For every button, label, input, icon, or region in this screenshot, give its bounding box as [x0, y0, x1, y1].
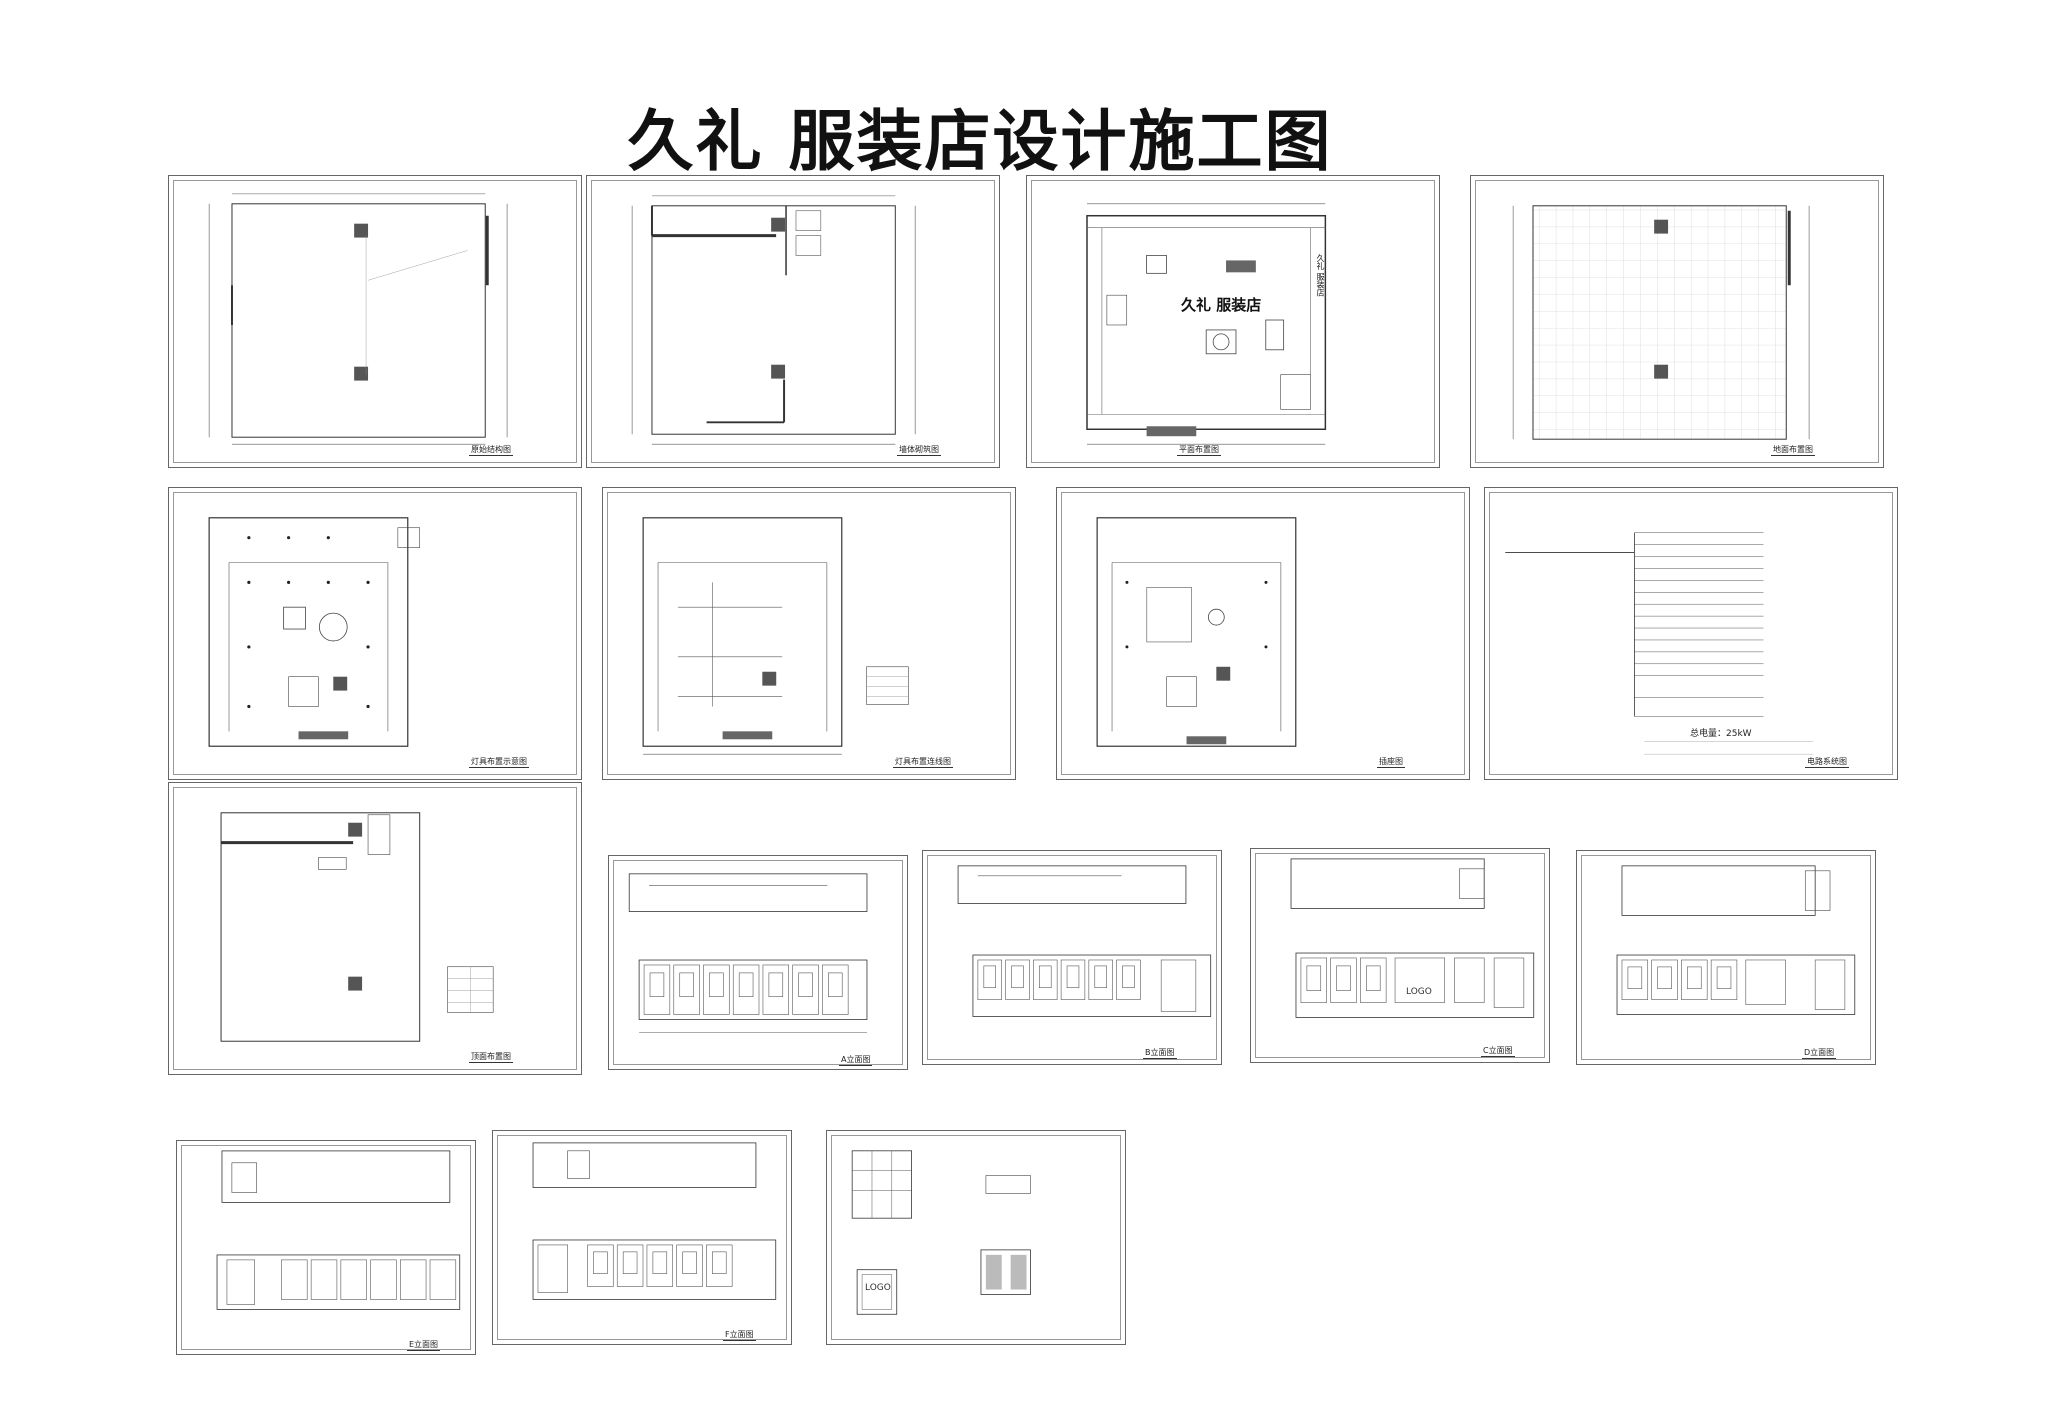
sheet-details[interactable]: LOGO — [826, 1130, 1126, 1345]
sheet-label: 墙体砌筑图 — [897, 445, 941, 456]
drawing-lighting-layout — [208, 517, 420, 747]
drawing-original-structure — [208, 193, 508, 445]
drawing-wall-build — [631, 195, 916, 445]
sheet-label: 原始结构图 — [469, 445, 513, 456]
drawing-ceiling — [220, 812, 494, 1042]
sheet-label: B立面图 — [1143, 1048, 1177, 1059]
sheet-label: 灯具布置示意图 — [469, 757, 529, 768]
total-power: 总电量：25kW — [1690, 729, 1752, 739]
sheet-label: 电路系统图 — [1805, 757, 1849, 768]
drawing-elevation-b — [957, 865, 1212, 1017]
sheet-label: 平面布置图 — [1177, 445, 1221, 456]
drawing-ground-plan — [1512, 205, 1810, 440]
drawing-elevation-e — [216, 1150, 461, 1310]
drawing-details — [851, 1150, 1031, 1315]
sheet-label: 插座图 — [1377, 757, 1405, 768]
sheet-elevation-e[interactable]: E立面图 — [176, 1140, 476, 1355]
sheet-elevation-f[interactable]: F立面图 — [492, 1130, 792, 1345]
drawing-floor-plan — [1086, 203, 1327, 445]
sheet-lighting-wiring[interactable]: 灯具布置连线图 — [602, 487, 1016, 780]
drawing-socket — [1096, 517, 1297, 747]
sheet-label: 灯具布置连线图 — [893, 757, 953, 768]
sheet-label: F立面图 — [723, 1330, 756, 1341]
sheet-ceiling[interactable]: 顶面布置图 — [168, 782, 582, 1075]
sheet-label: 顶面布置图 — [469, 1052, 513, 1063]
sheet-label: A立面图 — [839, 1055, 873, 1066]
drawing-elevation-c — [1290, 858, 1535, 1018]
logo-mark: LOGO — [1406, 987, 1432, 997]
page-title: 久礼 服装店设计施工图 — [627, 103, 1333, 180]
sheet-label: C立面图 — [1481, 1046, 1515, 1057]
drawing-elevation-f — [532, 1142, 777, 1300]
sheet-label: 地面布置图 — [1771, 445, 1815, 456]
sheet-elevation-d[interactable]: D立面图 — [1576, 850, 1876, 1065]
sheet-label: D立面图 — [1802, 1048, 1837, 1059]
plan-store-sign: 久礼 服装店 — [1316, 254, 1325, 297]
plan-store-name: 久礼 服装店 — [1181, 296, 1262, 314]
drawing-elevation-d — [1616, 865, 1856, 1015]
drawing-elevation-a — [628, 873, 868, 1033]
drawing-circuit-system — [1505, 532, 1814, 755]
sheet-socket[interactable]: 插座图 — [1056, 487, 1470, 780]
sheet-lighting-layout[interactable]: 灯具布置示意图 — [168, 487, 582, 780]
drawing-lighting-wiring — [642, 517, 909, 755]
sheet-ground-plan[interactable]: 地面布置图 — [1470, 175, 1884, 468]
sheet-label: E立面图 — [407, 1340, 441, 1351]
sheet-original-structure[interactable]: 原始结构图 — [168, 175, 582, 468]
sheet-elevation-c[interactable]: LOGO C立面图 — [1250, 848, 1550, 1063]
sheet-elevation-b[interactable]: B立面图 — [922, 850, 1222, 1065]
sheet-floor-plan[interactable]: 久礼 服装店 久礼 服装店 平面布置图 — [1026, 175, 1440, 468]
sheet-wall-build[interactable]: 墙体砌筑图 — [586, 175, 1000, 468]
sheet-circuit-system[interactable]: 总电量：25kW 电路系统图 — [1484, 487, 1898, 780]
sheet-elevation-a[interactable]: A立面图 — [608, 855, 908, 1070]
logo-mark-detail: LOGO — [865, 1283, 891, 1293]
